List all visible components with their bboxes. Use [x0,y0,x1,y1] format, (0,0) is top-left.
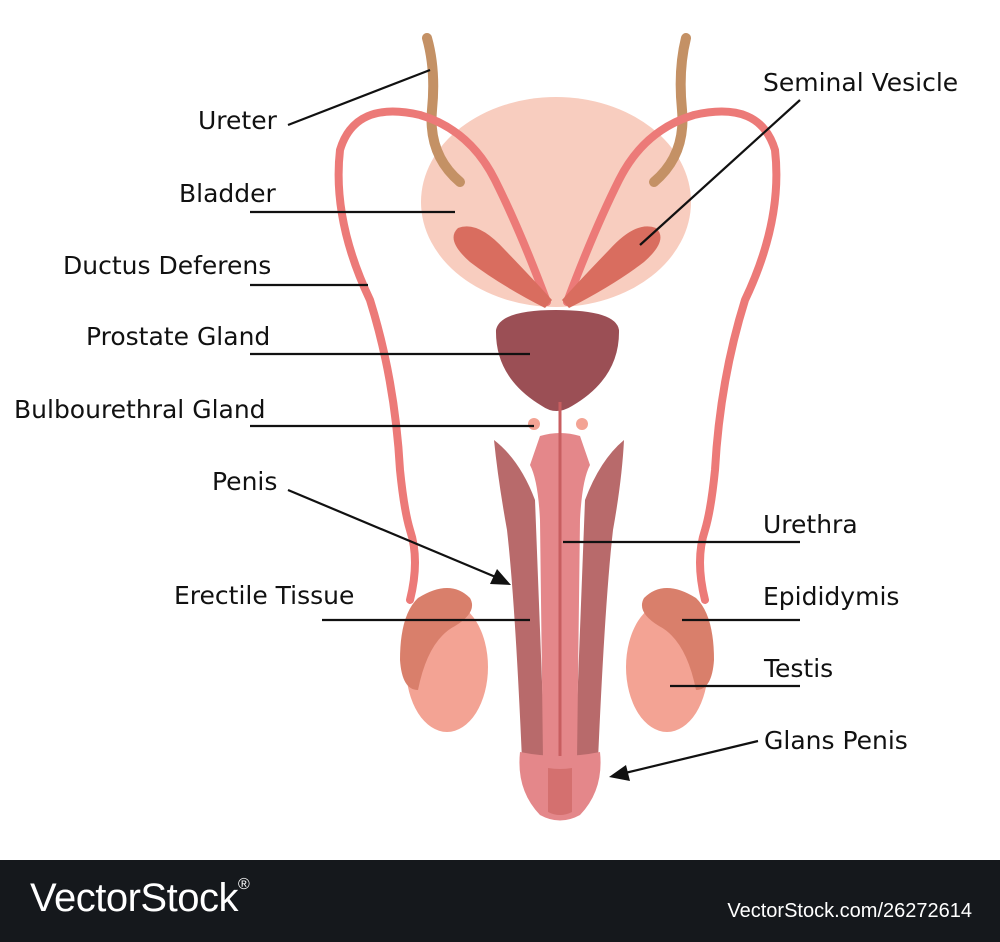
label-bulbourethral-gland: Bulbourethral Gland [14,395,266,424]
epididymis-right [641,588,714,690]
ureter-left [422,33,465,187]
label-ductus-deferens: Ductus Deferens [63,251,272,280]
bladder-shape [421,97,691,307]
label-bladder: Bladder [179,179,276,208]
ductus-deferens-left [334,107,551,604]
corpus-cavernosum-right [575,440,624,760]
label-seminal-vesicle: Seminal Vesicle [763,68,959,97]
label-epididymis: Epididymis [763,582,900,611]
label-penis: Penis [212,467,278,496]
brand-name: VectorStock [30,876,238,920]
seminal-vesicle-left [453,226,552,308]
ureter-right [649,33,691,187]
glans-penis-arrowhead [609,765,630,781]
prostate-gland-shape [495,310,620,411]
seminal-vesicle-pointer [639,99,801,246]
ureter-pointer [287,68,431,127]
brand-registered-mark: ® [237,876,250,893]
bulbourethral-gland-left [528,418,540,430]
leader-lines [250,68,801,775]
bulbourethral-gland-right [576,418,588,430]
label-glans-penis: Glans Penis [764,726,908,755]
ductus-deferens-right [563,107,781,604]
image-id-text: VectorStock.com/26272614 [727,900,972,922]
glans-penis-pointer [624,739,759,775]
anatomy-diagram [250,33,801,821]
seminal-vesicle-right [562,226,661,308]
label-erectile-tissue: Erectile Tissue [174,581,355,610]
penis-arrowhead [490,569,511,585]
label-testis: Testis [764,654,834,683]
epididymis-left [400,588,473,690]
corpus-cavernosum-left [494,440,545,760]
label-prostate-gland: Prostate Gland [86,322,271,351]
watermark-footer: VectorStock® VectorStock.com/26272614 [0,860,1000,942]
glans-penis-inner [548,768,572,815]
label-ureter: Ureter [198,106,277,135]
penis-pointer [287,488,499,580]
label-urethra: Urethra [763,510,858,539]
brand-logo: VectorStock® [30,876,250,921]
